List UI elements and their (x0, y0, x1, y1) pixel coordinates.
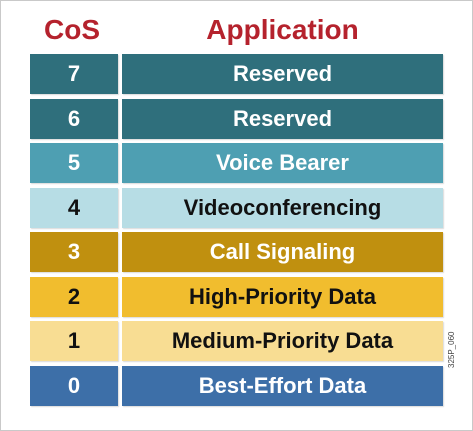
cos-value: 4 (30, 188, 118, 228)
application-value: Medium-Priority Data (122, 321, 443, 361)
table-row-cos-1: 1 Medium-Priority Data (30, 321, 443, 361)
application-value: High-Priority Data (122, 277, 443, 317)
cos-value: 7 (30, 54, 118, 94)
table-row-cos-5: 5 Voice Bearer (30, 143, 443, 183)
application-value: Reserved (122, 54, 443, 94)
table-row-cos-3: 3 Call Signaling (30, 232, 443, 272)
cos-value: 5 (30, 143, 118, 183)
application-column-header: Application (206, 14, 359, 45)
table-row-cos-6: 6 Reserved (30, 99, 443, 139)
table-row-cos-4: 4 Videoconferencing (30, 188, 443, 228)
cos-value: 2 (30, 277, 118, 317)
application-value: Call Signaling (122, 232, 443, 272)
application-value: Videoconferencing (122, 188, 443, 228)
table-row-cos-0: 0 Best-Effort Data (30, 366, 443, 406)
application-value: Best-Effort Data (122, 366, 443, 406)
application-value: Voice Bearer (122, 143, 443, 183)
cos-value: 0 (30, 366, 118, 406)
cos-value: 6 (30, 99, 118, 139)
cos-column-header: CoS (44, 14, 100, 45)
cos-value: 1 (30, 321, 118, 361)
table-row-cos-2: 2 High-Priority Data (30, 277, 443, 317)
figure-id-label: 325P_060 (447, 331, 456, 368)
application-value: Reserved (122, 99, 443, 139)
cos-value: 3 (30, 232, 118, 272)
table-row-cos-7: 7 Reserved (30, 54, 443, 94)
